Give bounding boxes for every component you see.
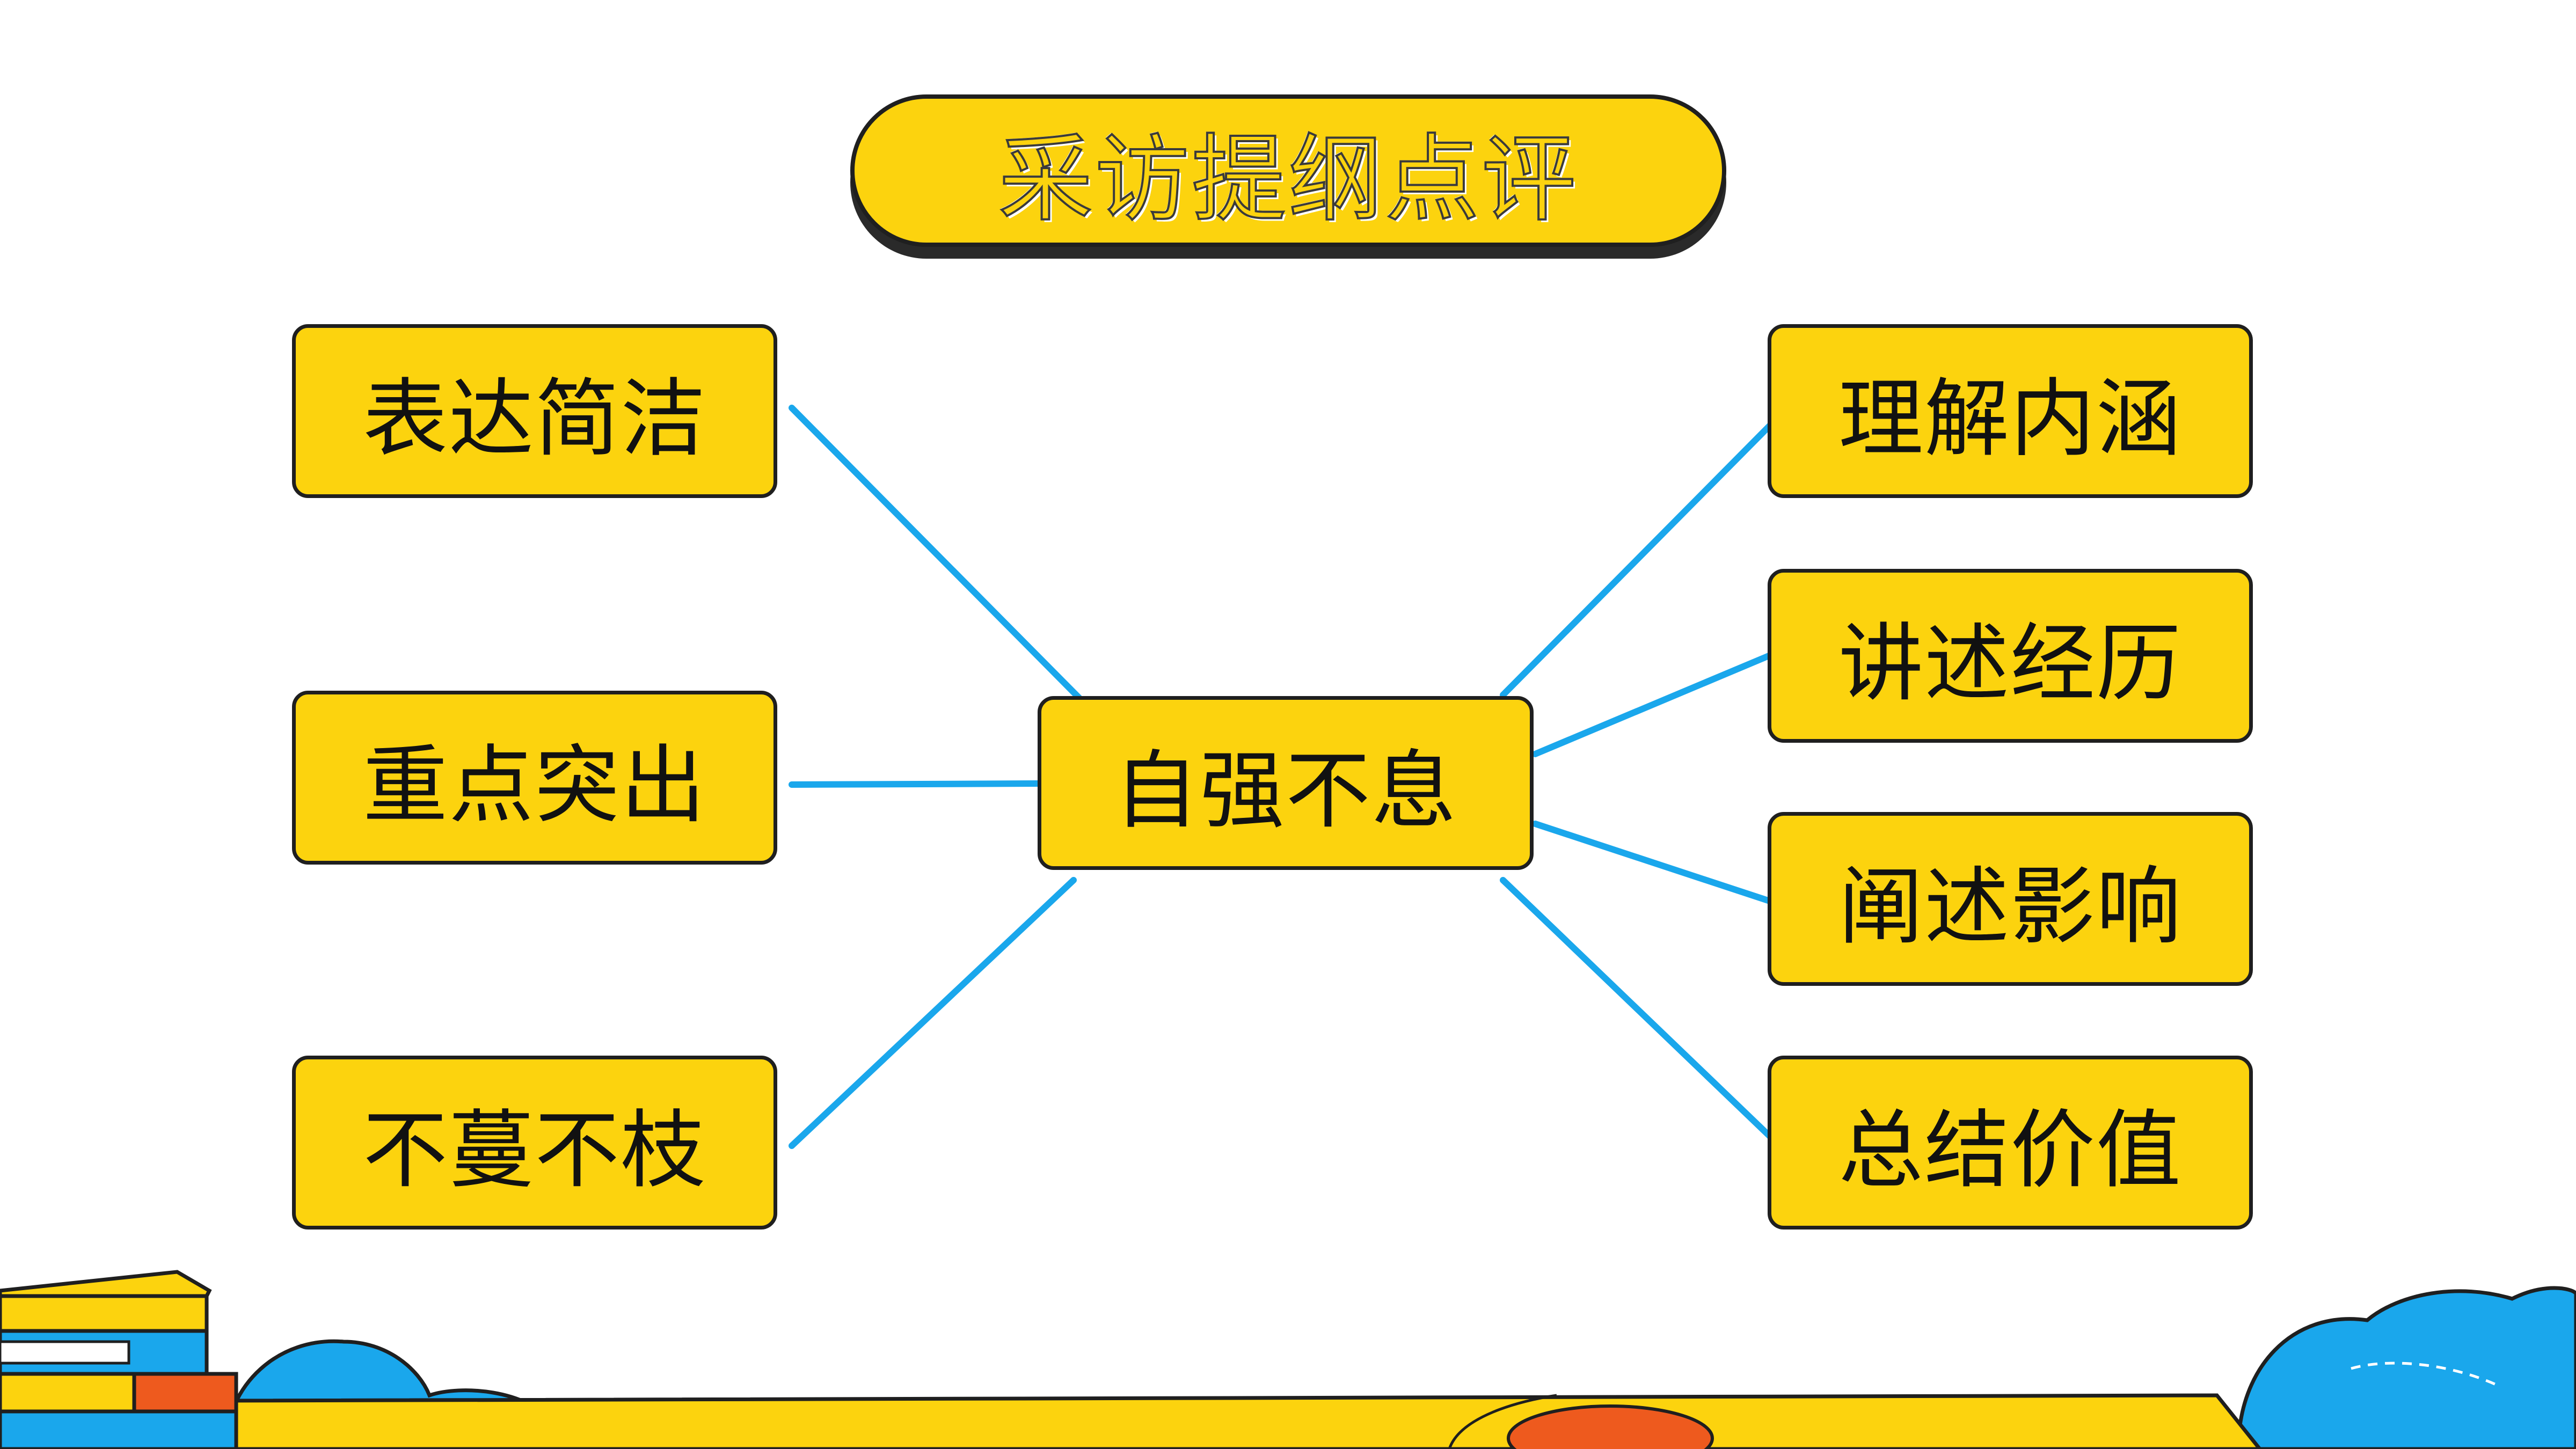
node-label: 讲述经历 — [1838, 614, 2182, 713]
book-stack-icon — [0, 1270, 238, 1449]
node-label: 重点突出 — [363, 736, 706, 835]
desk-orange-object — [1507, 1404, 1714, 1449]
connector-right-4 — [1500, 877, 1775, 1141]
connector-left-3 — [789, 877, 1077, 1149]
cloud-right-icon — [2236, 1286, 2576, 1449]
node-label: 阐述影响 — [1838, 857, 2182, 956]
left-node-3: 不蔓不枝 — [292, 1056, 786, 1239]
right-node-1: 理解内涵 — [1768, 324, 2262, 507]
connector-right-2 — [1532, 652, 1775, 757]
center-node: 自强不息 — [1038, 696, 1543, 879]
connector-left-1 — [789, 405, 1082, 701]
node-label: 不蔓不枝 — [363, 1101, 706, 1200]
left-node-2: 重点突出 — [292, 691, 786, 874]
right-node-2: 讲述经历 — [1768, 569, 2262, 752]
right-node-4: 总结价值 — [1768, 1056, 2262, 1239]
desk-top — [191, 1393, 2263, 1449]
center-node-label: 自强不息 — [1114, 741, 1457, 840]
connector-right-3 — [1532, 821, 1775, 905]
node-label: 理解内涵 — [1838, 369, 2182, 469]
bottom-decoration — [0, 1270, 2576, 1449]
right-node-3: 阐述影响 — [1768, 812, 2262, 995]
connector-left-2 — [789, 780, 1045, 788]
node-label: 表达简洁 — [363, 369, 706, 469]
page-title: 采访提纲点评 — [997, 123, 1578, 236]
left-node-1: 表达简洁 — [292, 324, 786, 507]
node-label: 总结价值 — [1838, 1101, 2182, 1200]
title-banner: 采访提纲点评 — [850, 94, 1726, 247]
connector-right-1 — [1500, 421, 1775, 698]
